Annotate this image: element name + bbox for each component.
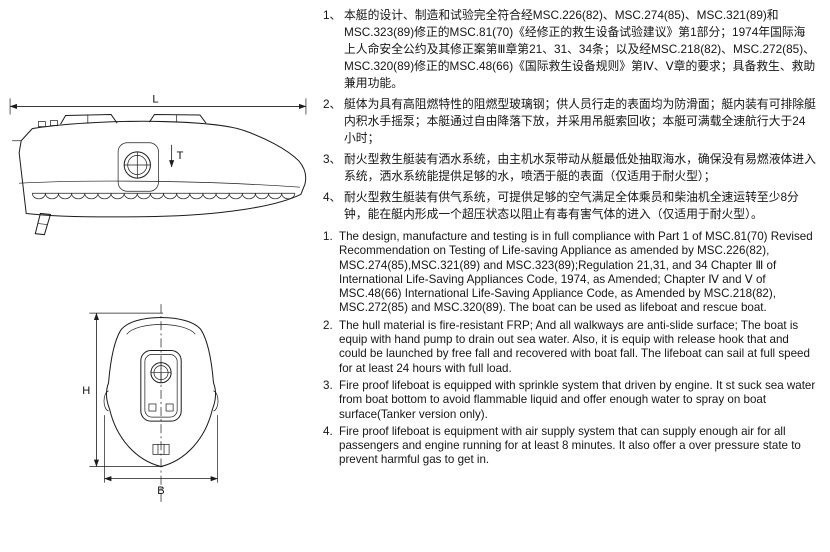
porthole-icon	[123, 151, 151, 179]
fender-scallops	[31, 192, 296, 200]
english-spec-item-3: 3. Fire proof lifeboat is equipped with …	[323, 379, 816, 422]
english-spec-item-1: 1. The design, manufacture and testing i…	[323, 230, 816, 316]
entry-door	[140, 349, 182, 422]
item-number: 4.	[323, 424, 333, 438]
english-spec-item-4: 4. Fire proof lifeboat is equipment with…	[323, 425, 816, 468]
boat-hull-outline	[12, 120, 307, 218]
chinese-spec-item-2: 2、 艇体为具有高阻燃特性的阻燃型玻璃钢；供人员行走的表面均为防滑面；艇内装有可…	[323, 96, 816, 147]
lifting-hook	[37, 121, 46, 127]
item-text: The design, manufacture and testing is i…	[339, 230, 813, 315]
item-number: 4、	[323, 190, 342, 204]
sheer-line	[19, 180, 300, 188]
height-dimension-label: H	[82, 385, 90, 397]
item-text: 艇体为具有高阻燃特性的阻燃型玻璃钢；供人员行走的表面均为防滑面；艇内装有可排除艇…	[344, 97, 816, 145]
door-handle	[148, 403, 157, 412]
item-number: 2.	[323, 318, 333, 332]
item-text: 耐火型救生艇装有供气系统，可提供足够的空气满足全体乘员和柴油机全速运转至少8分钟…	[344, 190, 799, 221]
item-text: 耐火型救生艇装有洒水系统，由主机水泵带动从艇最低处抽取海水，确保没有易燃液体进入…	[344, 152, 816, 183]
lifeboat-front-view-drawing: H B	[82, 304, 219, 504]
drawings-column: L T	[0, 0, 322, 552]
roof-hatches	[37, 113, 207, 127]
lifting-hook	[50, 120, 58, 126]
rub-rail-right	[213, 390, 219, 412]
chinese-spec-item-4: 4、 耐火型救生艇装有供气系统，可提供足够的空气满足全体乘员和柴油机全速运转至少…	[323, 189, 816, 223]
item-number: 3、	[323, 152, 342, 166]
item-number: 1.	[323, 230, 333, 243]
breadth-dimension: B	[104, 415, 218, 497]
draft-dimension-label: T	[177, 150, 184, 162]
door-handle	[165, 403, 174, 412]
skeg-fin	[34, 212, 52, 236]
item-text: 本艇的设计、制造和试验完全符合经MSC.226(82)、MSC.274(85)、…	[344, 8, 816, 90]
item-text: Fire proof lifeboat is equipment with ai…	[339, 424, 801, 467]
item-text: The hull material is fire-resistant FRP;…	[339, 318, 810, 375]
chinese-spec-list: 1、 本艇的设计、制造和试验完全符合经MSC.226(82)、MSC.274(8…	[323, 7, 816, 223]
item-number: 2、	[323, 97, 342, 111]
draft-dimension: T	[169, 144, 184, 168]
chinese-spec-item-3: 3、 耐火型救生艇装有洒水系统，由主机水泵带动从艇最低处抽取海水，确保没有易燃液…	[323, 151, 816, 185]
hull-cross-section	[103, 316, 219, 468]
breadth-dimension-label: B	[157, 485, 164, 497]
lifeboat-side-view-drawing: L T	[9, 93, 307, 236]
item-number: 1、	[323, 8, 342, 22]
spec-text-column: 1、 本艇的设计、制造和试验完全符合经MSC.226(82)、MSC.274(8…	[323, 7, 822, 471]
canopy-inner-line	[126, 324, 196, 335]
keel-drain-box	[152, 443, 170, 455]
item-number: 3.	[323, 378, 333, 392]
height-dimension: H	[82, 312, 164, 467]
item-text: Fire proof lifeboat is equipped with spr…	[339, 378, 816, 421]
length-dimension: L	[9, 93, 307, 115]
side-door	[117, 142, 159, 192]
length-dimension-label: L	[152, 93, 158, 105]
chinese-spec-item-1: 1、 本艇的设计、制造和试验完全符合经MSC.226(82)、MSC.274(8…	[323, 7, 816, 92]
english-spec-item-2: 2. The hull material is fire-resistant F…	[323, 319, 816, 376]
english-spec-list: 1. The design, manufacture and testing i…	[323, 230, 816, 468]
rub-rail-left	[103, 390, 109, 412]
porthole-icon	[150, 362, 172, 384]
